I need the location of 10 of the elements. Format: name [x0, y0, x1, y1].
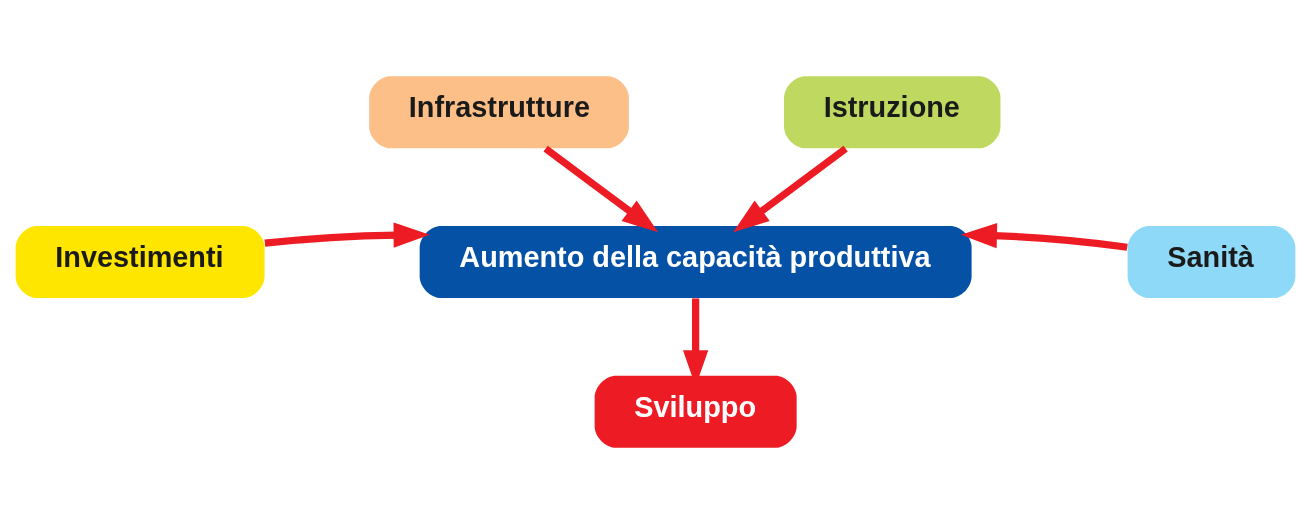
node-box: Istruzione — [784, 75, 1001, 148]
node-box: Infrastrutture — [369, 75, 629, 148]
node-box: Aumento della capacità produttiva — [419, 225, 972, 298]
arrow — [733, 145, 848, 232]
arrow — [960, 222, 1128, 251]
node-box: Investimenti — [15, 225, 265, 298]
node-box: Sanità — [1127, 225, 1296, 298]
node-box: Sviluppo — [594, 375, 797, 448]
arrow — [264, 221, 430, 248]
arrow — [543, 145, 659, 232]
